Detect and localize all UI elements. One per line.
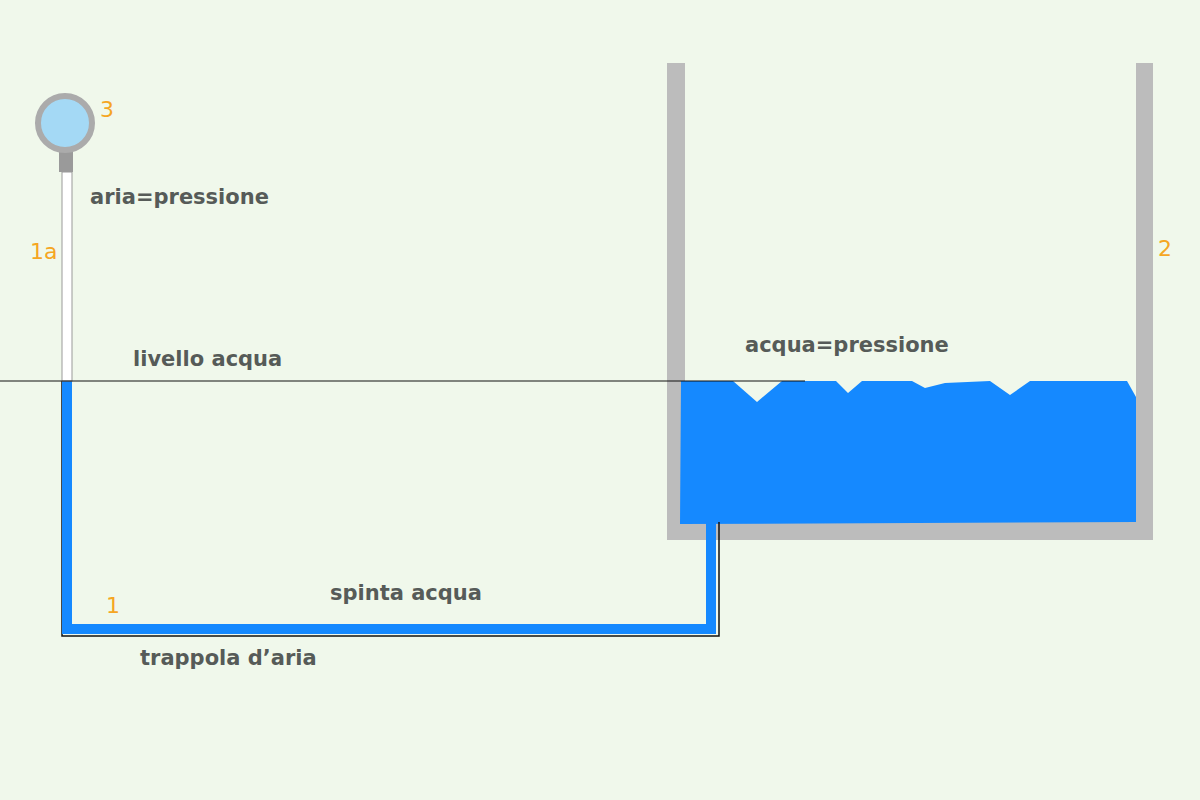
water-level-line — [0, 380, 805, 381]
tube-outline — [62, 381, 719, 636]
pressure-ball — [38, 96, 92, 150]
air-label: aria=pressione — [90, 186, 269, 209]
callout-number: 2 — [1158, 237, 1172, 261]
air-tube — [62, 172, 72, 381]
callout-number: 3 — [100, 98, 114, 122]
water-tube — [67, 381, 711, 629]
trap-label: trappola d’aria — [140, 647, 317, 670]
callout-number: 1a — [30, 240, 57, 264]
tank-water — [680, 381, 1136, 524]
level-label: livello acqua — [133, 348, 282, 371]
tank-wall — [1136, 63, 1153, 540]
callout-number: 1 — [106, 594, 120, 618]
water-label: acqua=pressione — [745, 334, 949, 357]
push-label: spinta acqua — [330, 582, 482, 605]
tank-bottom — [667, 522, 1153, 540]
